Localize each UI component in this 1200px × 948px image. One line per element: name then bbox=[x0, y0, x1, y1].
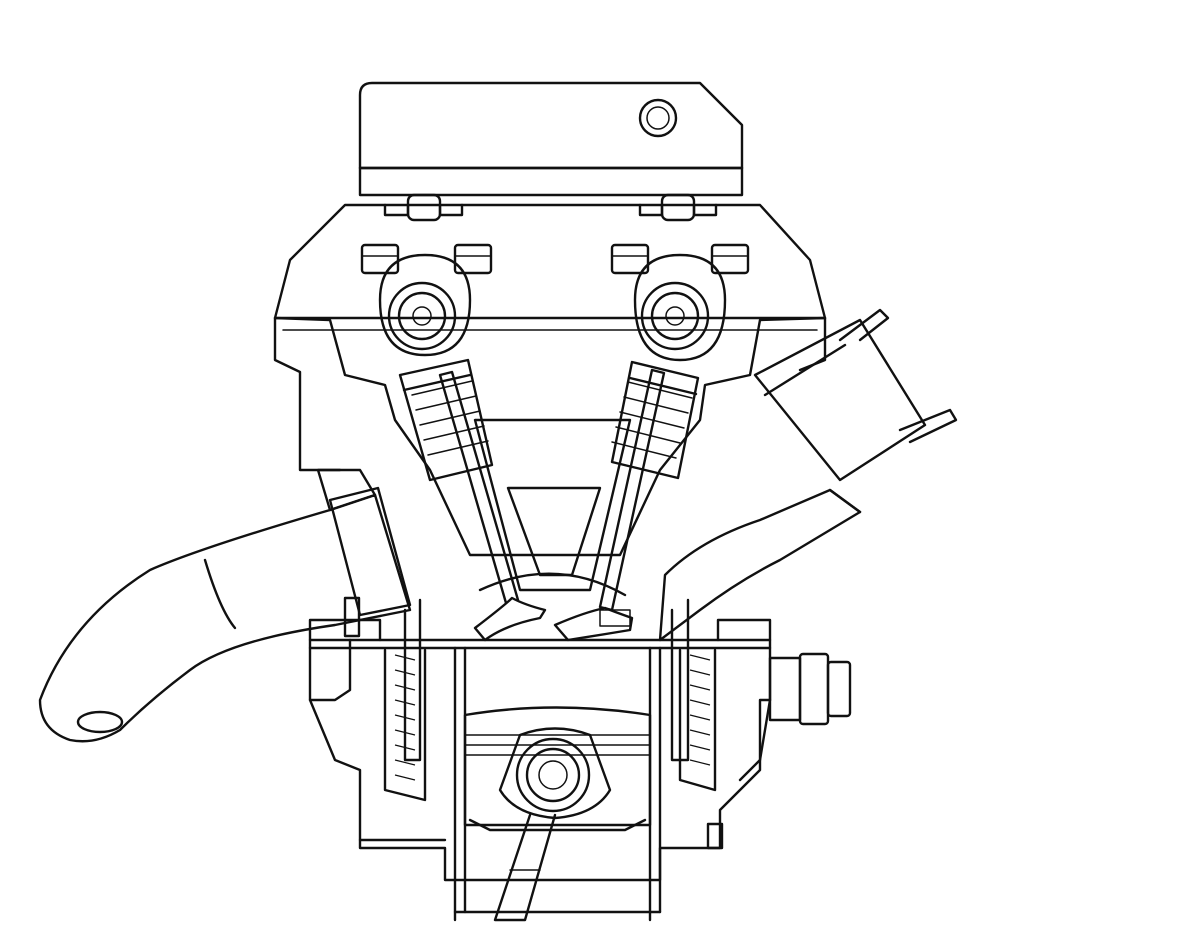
exhaust-valve bbox=[553, 368, 666, 642]
intake-valve-spring bbox=[398, 358, 494, 482]
exhaust-header bbox=[658, 308, 958, 642]
piston bbox=[463, 706, 652, 832]
crankcase-right bbox=[738, 698, 772, 782]
intake-runner bbox=[38, 468, 412, 743]
connecting-rod bbox=[493, 727, 612, 922]
wrist-pin-icon bbox=[515, 737, 591, 813]
intake-valve bbox=[438, 370, 547, 642]
intake-camshaft bbox=[378, 253, 472, 357]
cylinder-head bbox=[273, 203, 827, 557]
cooling-fins-left bbox=[383, 598, 427, 802]
cooling-fins-right bbox=[670, 598, 717, 792]
crankcase-left bbox=[308, 638, 352, 702]
exhaust-camshaft bbox=[633, 253, 727, 362]
combustion-chamber bbox=[473, 418, 632, 597]
lower-mount bbox=[358, 822, 724, 850]
side-bolt bbox=[768, 652, 852, 726]
cam-cover bbox=[358, 81, 744, 197]
bucket-housing-right bbox=[610, 193, 750, 275]
bucket-housing-left bbox=[360, 193, 493, 275]
intake-clamp bbox=[328, 486, 412, 617]
breather-hole-icon bbox=[638, 98, 678, 138]
